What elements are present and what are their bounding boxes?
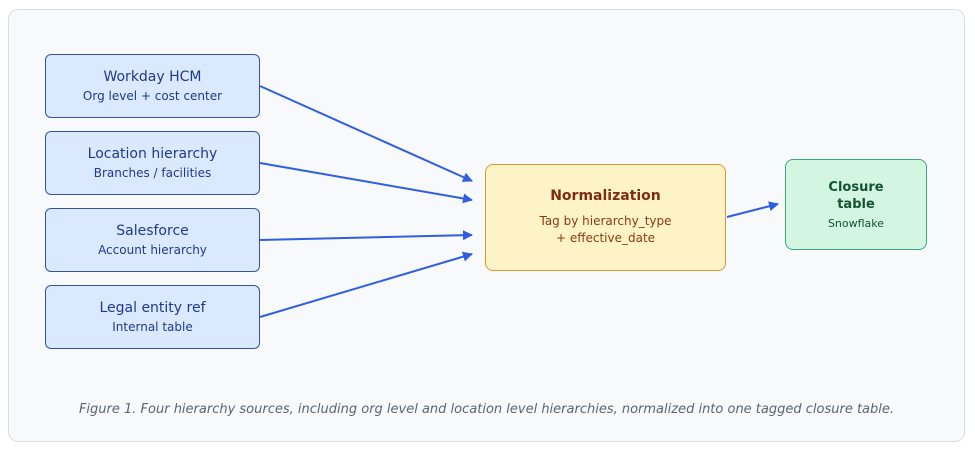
normalization-line-2: + effective_date [555,231,656,245]
closure-title-line-2: table [837,197,875,212]
source-node-workday: Workday HCM Org level + cost center [45,54,260,118]
source-node-legal-entity: Legal entity ref Internal table [45,285,260,349]
closure-subtitle: Snowflake [827,217,885,230]
normalization-line-1: Tag by hierarchy_type [539,214,672,228]
source-subtitle: Account hierarchy [98,243,207,257]
edge-normalization-to-closure [726,201,779,218]
edge-salesforce-to-normalization [259,230,473,241]
source-title: Legal entity ref [99,300,206,316]
closure-title-line-1: Closure [828,180,884,195]
normalization-title: Normalization [550,188,661,204]
edge-location-to-normalization [259,162,473,204]
source-title: Salesforce [116,223,189,239]
source-node-location: Location hierarchy Branches / facilities [45,131,260,195]
figure-caption: Figure 1. Four hierarchy sources, includ… [78,402,895,417]
edge-workday-to-normalization [259,85,473,182]
normalization-node: Normalization Tag by hierarchy_type + ef… [485,164,726,271]
source-node-salesforce: Salesforce Account hierarchy [45,208,260,272]
source-subtitle: Internal table [112,320,193,334]
closure-table-node: Closure table Snowflake [785,159,927,250]
source-subtitle: Branches / facilities [93,166,212,180]
source-subtitle: Org level + cost center [82,89,223,103]
edge-legal-to-normalization [259,251,473,318]
source-title: Workday HCM [103,69,202,85]
source-title: Location hierarchy [87,146,218,162]
